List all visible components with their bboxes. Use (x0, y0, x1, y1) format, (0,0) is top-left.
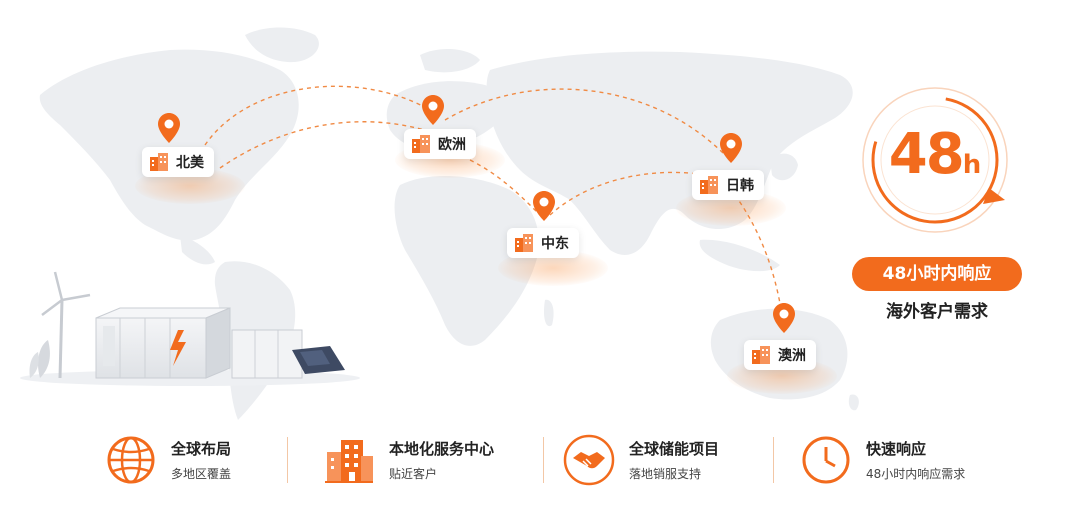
route-lines (204, 85, 783, 316)
region-card-jk[interactable]: 日韩 (692, 170, 764, 200)
route-na-eu (204, 85, 431, 146)
region-card-au[interactable]: 澳洲 (744, 340, 816, 370)
route-na-eu-2 (219, 121, 441, 169)
response-subtitle: 海外客户需求 (886, 302, 988, 322)
feature-title: 快速响应 (866, 440, 927, 458)
clock-icon (802, 436, 850, 484)
divider (773, 437, 774, 483)
feature-desc: 48小时内响应需求 (866, 467, 966, 481)
feature-title: 全球布局 (171, 440, 232, 458)
feature-desc: 贴近客户 (389, 467, 438, 481)
region-card-na[interactable]: 北美 (142, 147, 214, 177)
feature-bar: 全球布局 多地区覆盖 本地化服务中心 贴近客户 (95, 425, 1015, 495)
divider (543, 437, 544, 483)
building-icon (752, 346, 770, 364)
building-icon (150, 153, 168, 171)
feature-desc: 多地区覆盖 (171, 467, 232, 481)
location-pin-icon (533, 191, 555, 221)
response-number: 48 (888, 122, 965, 187)
region-label: 欧洲 (438, 137, 466, 153)
energy-storage-illustration (20, 271, 360, 386)
region-card-me[interactable]: 中东 (507, 228, 579, 258)
feature-title: 本地化服务中心 (389, 440, 495, 458)
location-pin-icon (158, 113, 180, 143)
feature-item: 全球布局 多地区覆盖 (105, 425, 231, 495)
location-pin-icon (773, 303, 795, 333)
feature-item: 快速响应 48小时内响应需求 (800, 425, 965, 495)
feature-title: 全球储能项目 (629, 440, 720, 458)
feature-desc: 落地销服支持 (629, 467, 702, 481)
building-icon (412, 135, 430, 153)
response-time-dial: 48h (855, 80, 1015, 240)
region-label: 中东 (541, 236, 569, 252)
location-pin-icon (422, 95, 444, 125)
region-label: 北美 (176, 155, 204, 171)
route-me-jk (549, 171, 726, 216)
building-icon (325, 440, 373, 483)
route-jk-au (734, 194, 783, 316)
divider (287, 437, 288, 483)
response-pill: 48小时内响应 (852, 257, 1022, 291)
response-unit: h (962, 150, 982, 180)
continents (39, 27, 859, 420)
region-label: 澳洲 (778, 348, 806, 364)
region-card-eu[interactable]: 欧洲 (404, 129, 476, 159)
region-label: 日韩 (726, 178, 754, 194)
clock-ring-icon (862, 87, 1008, 233)
response-hours: 48h (855, 122, 1015, 187)
location-pin-icon (720, 133, 742, 163)
feature-item: 本地化服务中心 贴近客户 (323, 425, 494, 495)
building-icon (515, 234, 533, 252)
globe-icon (107, 436, 155, 484)
route-eu-me (469, 159, 541, 216)
feature-item: 全球储能项目 落地销服支持 (563, 425, 719, 495)
building-icon (700, 176, 718, 194)
handshake-icon (563, 434, 615, 486)
